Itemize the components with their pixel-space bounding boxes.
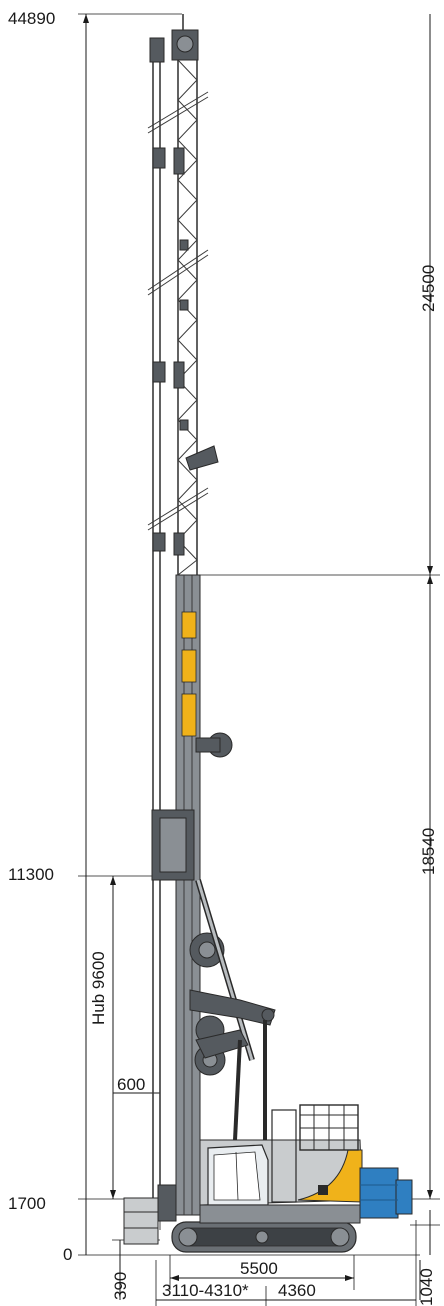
mast-yellow-segment	[181, 611, 197, 639]
offset-600-label: 600	[117, 1075, 145, 1094]
mast-extension	[147, 14, 219, 1200]
mast-guide-brackets	[152, 147, 219, 556]
drilling-bucket	[123, 1197, 159, 1245]
lower-mast-18540-label: 18540	[419, 828, 438, 875]
track-length-5500-label: 5500	[240, 1259, 278, 1278]
crown-block	[149, 37, 165, 63]
drill-tool	[123, 1184, 177, 1245]
crawler-undercarriage	[171, 1204, 361, 1253]
kinematic-linkage	[189, 879, 276, 1141]
height-0-label: 0	[63, 1245, 72, 1264]
outreach-3110-4310-label: 3110-4310*	[162, 1281, 249, 1300]
dimension-lines	[78, 13, 440, 1306]
mast-extension-24500-label: 24500	[419, 265, 438, 312]
lower-mast	[151, 574, 233, 1216]
height-44890-label: 44890	[8, 9, 55, 28]
height-11300-label: 11300	[8, 865, 54, 884]
counterweight	[359, 1167, 399, 1219]
safety-railing	[271, 1104, 359, 1203]
tail-4360-label: 4360	[278, 1281, 316, 1300]
track-height-1040-label: 1040	[417, 1268, 436, 1306]
stroke-hub-9600-label: Hub 9600	[89, 951, 108, 1025]
height-1700-label: 1700	[8, 1194, 46, 1213]
uppercarriage	[199, 1104, 413, 1219]
